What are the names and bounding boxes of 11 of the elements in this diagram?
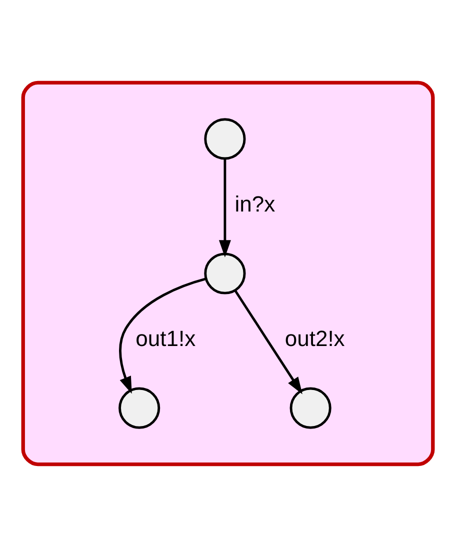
node-circle [290, 387, 332, 429]
cluster [21, 80, 435, 466]
arrow [218, 158, 231, 258]
edge-label: in?x [234, 192, 276, 217]
arrow [234, 290, 302, 394]
edge-label: out2!x [284, 326, 345, 352]
node-circle [204, 118, 246, 160]
arrow [119, 278, 206, 394]
node-circle [204, 252, 246, 294]
edge-label: out1!x [136, 326, 196, 352]
node-circle [118, 387, 160, 429]
